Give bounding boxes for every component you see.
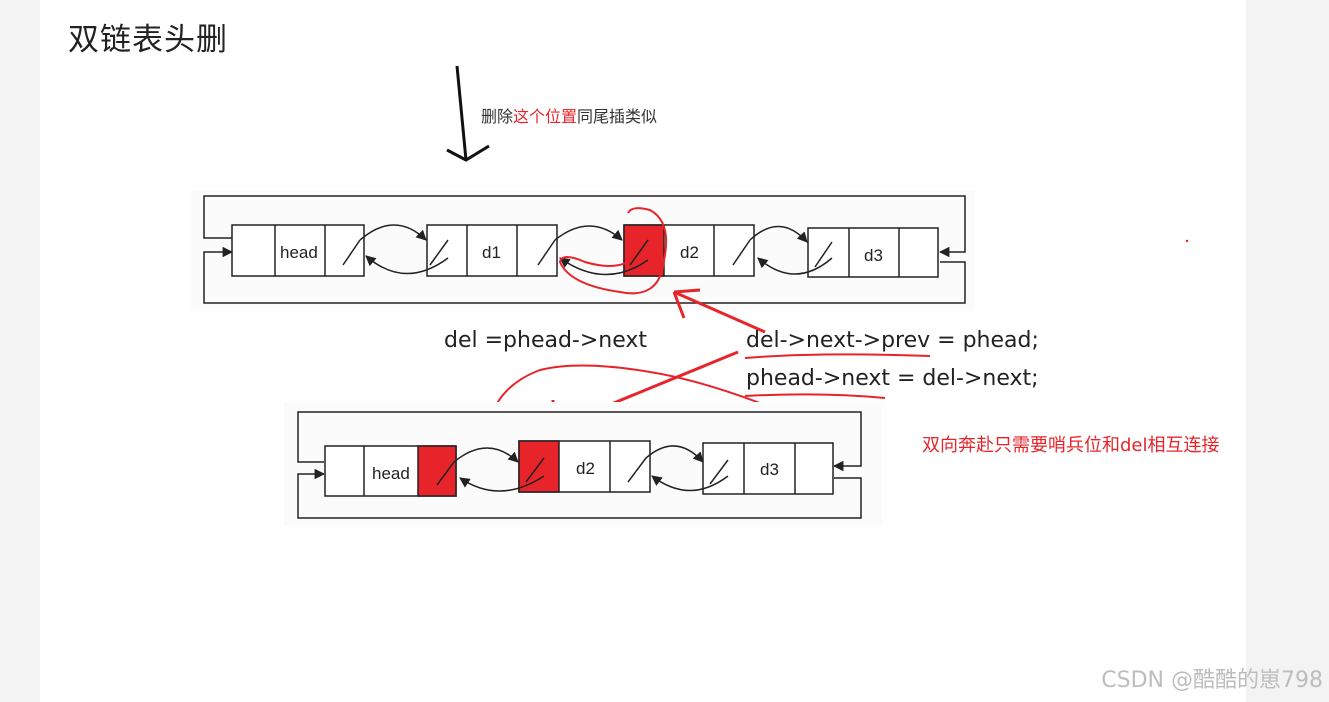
bottom-head-next-highlight [417, 445, 457, 497]
bottom-node-d3 [702, 442, 834, 495]
bottom-node-label-head: head [372, 464, 410, 483]
top-node-head [231, 224, 365, 277]
side-note: 双向奔赴只需要哨兵位和del相互连接 [922, 435, 1220, 456]
code-line-next-link: phead->next = del->next; [746, 366, 1039, 391]
page-title: 双链表头删 [68, 22, 228, 58]
bottom-d2-prev-highlight [518, 440, 560, 493]
code-underline-2 [744, 393, 886, 399]
top-node-label-head: head [280, 243, 318, 262]
bottom-node-d2 [518, 440, 651, 493]
top-node-label-d3: d3 [864, 246, 883, 265]
top-node-d2 [623, 224, 755, 277]
bottom-node-label-d2: d2 [576, 459, 595, 478]
code-line-del-assign: del =phead->next [444, 328, 648, 353]
top-node-label-d2: d2 [680, 243, 699, 262]
top-node-d3 [807, 227, 939, 278]
note-suffix: 同尾插类似 [577, 107, 658, 126]
note-highlight: 这个位置 [513, 107, 578, 126]
top-linked-list-diagram: head d1 d2 d3 [191, 190, 975, 310]
top-wrap-line-upper [203, 195, 966, 258]
top-node-label-d1: d1 [482, 243, 501, 262]
red-circle-annotation [558, 207, 668, 295]
top-d2-prev-highlight [623, 224, 665, 277]
delete-note: 删除这个位置同尾插类似 [481, 103, 657, 127]
code-underline-1 [744, 353, 931, 359]
bottom-node-head [324, 445, 457, 497]
code-line-prev-link: del->next->prev = phead; [746, 328, 1039, 353]
watermark: CSDN @酷酷的崽798 [1101, 668, 1323, 693]
stray-dot [1185, 239, 1189, 243]
document-page [40, 0, 1246, 702]
note-prefix: 删除 [481, 107, 514, 126]
down-arrow [446, 65, 490, 162]
bottom-node-label-d3: d3 [760, 460, 779, 479]
top-wrap-line-lower [203, 246, 966, 304]
top-node-d1 [426, 224, 558, 277]
bottom-linked-list-diagram: head d2 d3 [284, 402, 882, 526]
